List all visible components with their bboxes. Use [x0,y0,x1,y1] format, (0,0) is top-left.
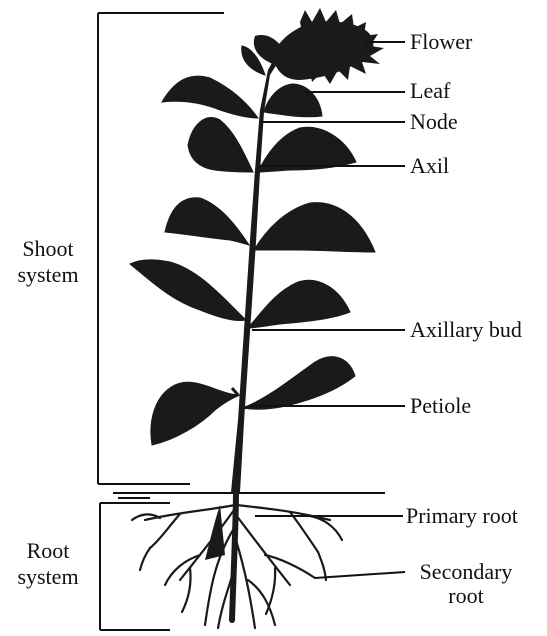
shoot-system-label-line2: system [2,262,94,288]
leaf [188,118,253,172]
flower-head [254,8,384,84]
axillary-bud-label: Axillary bud [410,318,522,342]
root-system [132,490,342,628]
primary-root-label: Primary root [406,504,518,528]
node-label: Node [410,110,458,134]
leaf [162,76,258,118]
flower-label: Flower [410,30,472,54]
leaf [130,260,246,321]
leaf [242,357,355,410]
secondary-root-label: Secondary root [410,560,522,608]
secondary-root-label-line1: Secondary [410,560,522,584]
secondary-root-leader [315,572,405,578]
leaf [151,382,240,445]
ground-line [113,493,385,498]
leaf [165,198,249,245]
leaf [254,203,375,252]
shoot-system-label-line1: Shoot [2,236,94,262]
root-system-bracket [100,503,170,630]
shoot-system-label: Shoot system [2,236,94,288]
secondary-root-label-line2: root [410,584,522,608]
leaf-label: Leaf [410,79,450,103]
root-system-label: Root system [2,538,94,590]
root-system-label-line2: system [2,564,94,590]
leaf [264,84,322,117]
axil-label: Axil [410,154,449,178]
petiole-label: Petiole [410,394,471,418]
root-base [205,505,225,560]
leaf [248,280,350,328]
root-system-label-line1: Root [2,538,94,564]
